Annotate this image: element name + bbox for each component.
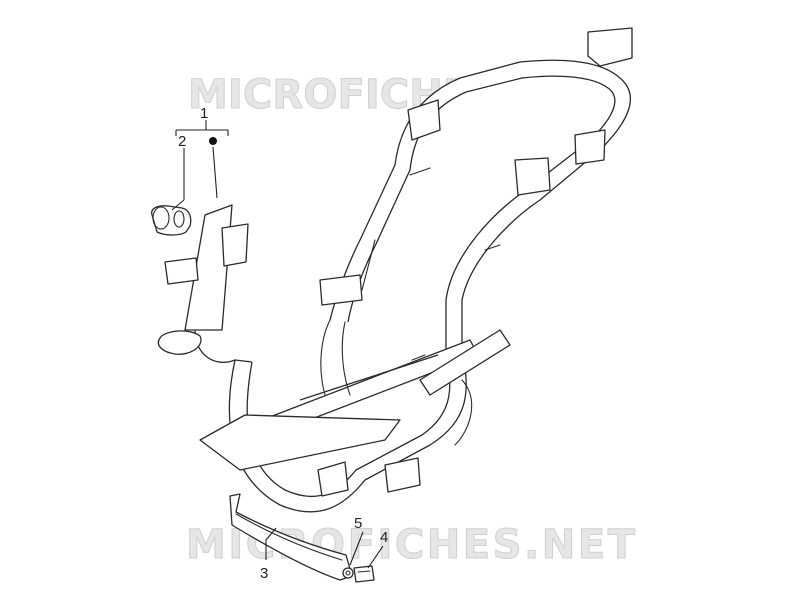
callout-dot: [209, 137, 217, 145]
bolt-part[interactable]: [353, 565, 375, 583]
bushing-part[interactable]: [151, 205, 192, 236]
callout-5[interactable]: 5: [354, 515, 362, 532]
callout-2[interactable]: 2: [178, 133, 186, 150]
frame-part[interactable]: [157, 27, 633, 513]
leader-lines: [171, 120, 384, 569]
callout-4[interactable]: 4: [380, 529, 388, 546]
callout-3[interactable]: 3: [260, 565, 268, 582]
callout-1[interactable]: 1: [200, 105, 208, 122]
washer-part[interactable]: [342, 567, 354, 579]
